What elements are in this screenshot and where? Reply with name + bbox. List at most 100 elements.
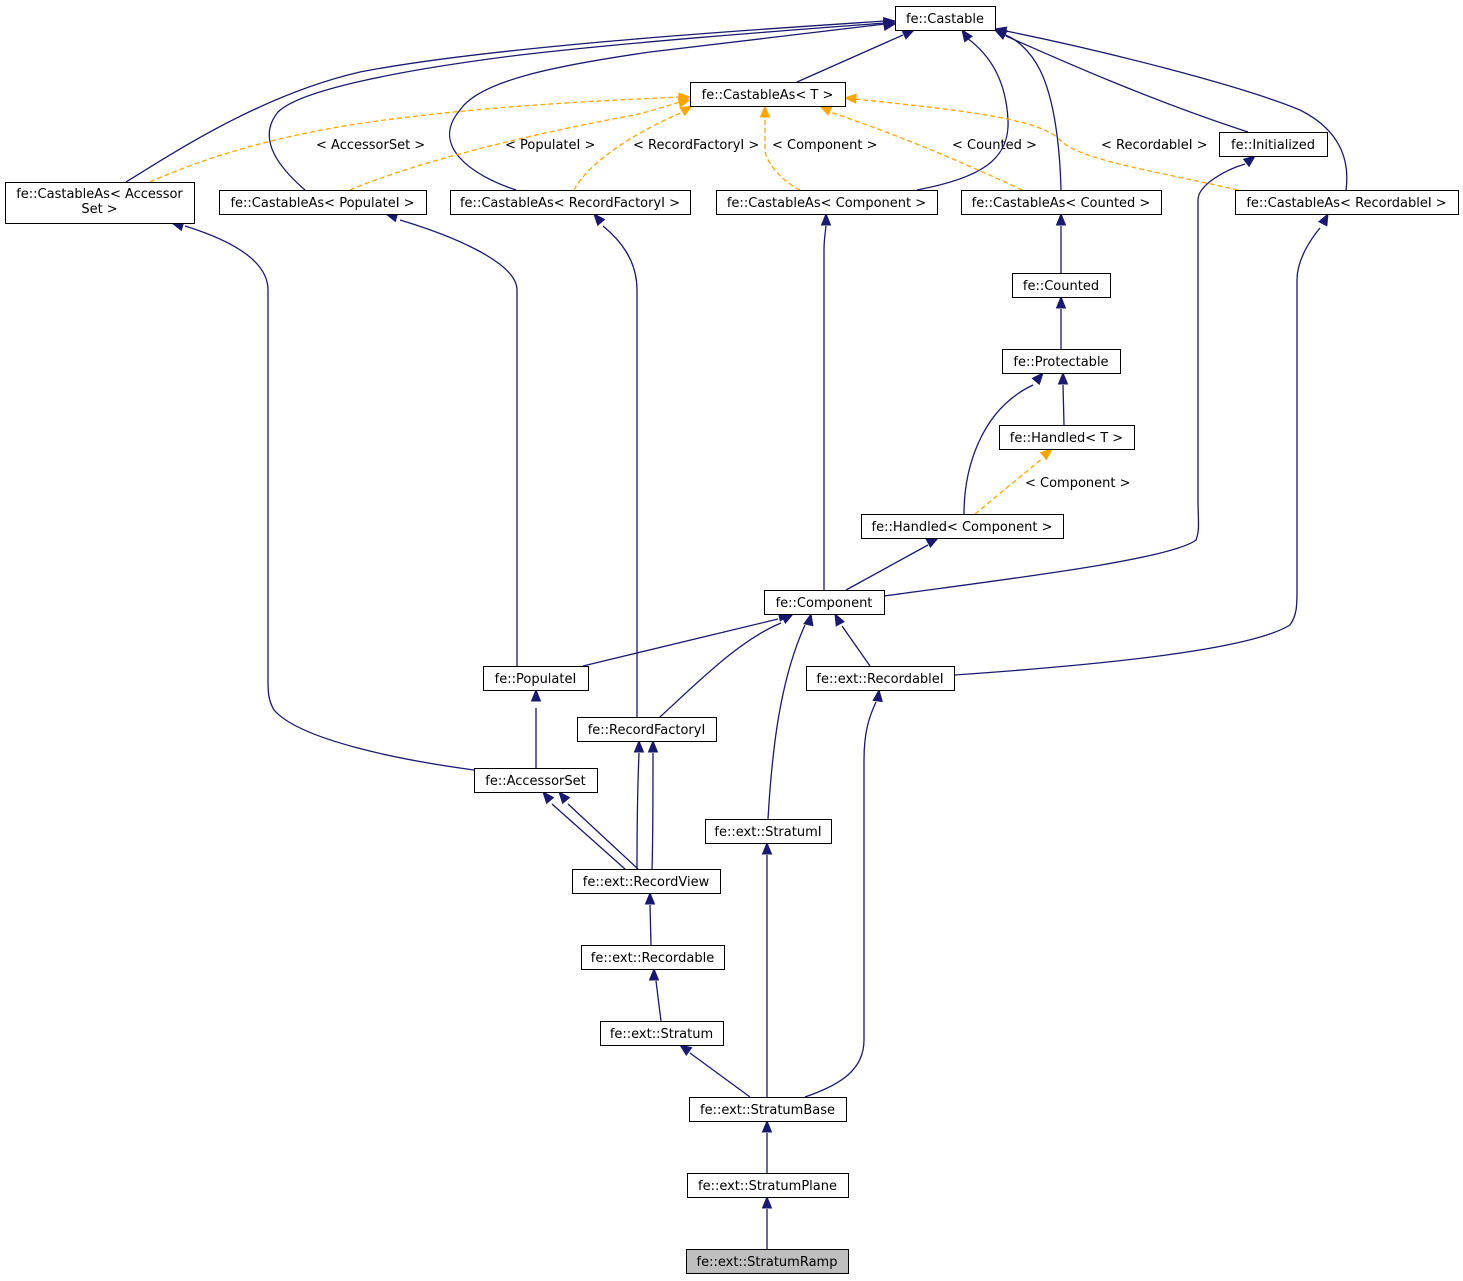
class-node-stratumPlane[interactable]: fe::ext::StratumPlane bbox=[687, 1173, 849, 1198]
class-box bbox=[716, 190, 938, 215]
class-label: fe::ext::Stratum bbox=[610, 1027, 713, 1042]
template-label-counted: < Counted > bbox=[952, 138, 1037, 153]
class-label-line: fe::CastableAs< Accessor bbox=[16, 187, 183, 202]
class-node-castableAsPopulateI[interactable]: fe::CastableAs< PopulateI > bbox=[219, 190, 427, 215]
class-label-line: Set > bbox=[81, 202, 117, 217]
edge-component-initialized bbox=[883, 163, 1246, 597]
edge-stratumPlane-stratumBase-arrowhead bbox=[761, 1119, 773, 1133]
class-node-castableAsT[interactable]: fe::CastableAs< T > bbox=[690, 82, 846, 107]
template-label-handledComponent: < Component > bbox=[1025, 476, 1131, 491]
class-node-handledT[interactable]: fe::Handled< T > bbox=[999, 425, 1135, 450]
edge-recordableI-component bbox=[841, 625, 871, 667]
class-box bbox=[689, 1097, 847, 1122]
class-node-component[interactable]: fe::Component bbox=[764, 590, 885, 615]
template-label-component: < Component > bbox=[772, 138, 878, 153]
class-node-handledComponent[interactable]: fe::Handled< Component > bbox=[861, 514, 1064, 539]
class-box bbox=[895, 6, 996, 31]
edge-tpl-recordableI-arrowhead bbox=[843, 93, 857, 104]
class-node-protectable[interactable]: fe::Protectable bbox=[1002, 349, 1121, 374]
edge-counted-castable bbox=[1002, 33, 1062, 191]
class-node-stratumRamp[interactable]: fe::ext::StratumRamp bbox=[686, 1249, 849, 1274]
edge-component-castable-arrowhead bbox=[961, 28, 973, 43]
class-box bbox=[474, 768, 598, 793]
class-node-recordable[interactable]: fe::ext::Recordable bbox=[581, 945, 725, 970]
class-node-populateI[interactable]: fe::PopulateI bbox=[483, 666, 589, 691]
class-label: fe::Component bbox=[776, 596, 873, 611]
class-box bbox=[600, 1021, 724, 1046]
edge-recordFactoryI-castable-arrowhead bbox=[882, 20, 897, 32]
class-node-castableAsComponent[interactable]: fe::CastableAs< Component > bbox=[716, 190, 938, 215]
edge-component-initialized-arrowhead bbox=[1242, 155, 1257, 168]
class-node-stratumI[interactable]: fe::ext::StratumI bbox=[705, 819, 832, 844]
edge-recordableI-castableAsRecordableI-arrowhead bbox=[1318, 212, 1329, 227]
class-node-accessorSet[interactable]: fe::AccessorSet bbox=[474, 768, 598, 793]
edge-recordFactoryI-component bbox=[659, 622, 782, 718]
edge-handledComponent-protectable bbox=[963, 384, 1034, 515]
edge-component-handledComponent bbox=[845, 544, 929, 591]
edge-tpl-populateI bbox=[349, 101, 681, 191]
edge-recordable-recordView-arrowhead bbox=[644, 891, 656, 905]
class-label: fe::RecordFactoryI bbox=[588, 723, 706, 738]
class-node-castableAsRecordFactoryI[interactable]: fe::CastableAs< RecordFactoryI > bbox=[450, 190, 691, 215]
class-label: fe::ext::RecordView bbox=[583, 875, 710, 890]
class-label: fe::CastableAs< PopulateI > bbox=[230, 196, 414, 211]
template-label-recordableI: < RecordableI > bbox=[1101, 138, 1208, 153]
edge-tpl-component bbox=[764, 116, 801, 191]
class-node-recordView[interactable]: fe::ext::RecordView bbox=[572, 869, 721, 894]
edge-recordableI-component-arrowhead bbox=[834, 612, 845, 627]
class-box bbox=[1002, 349, 1121, 374]
class-box bbox=[5, 182, 195, 224]
class-label: fe::ext::Recordable bbox=[591, 951, 714, 966]
class-node-castable[interactable]: fe::Castable bbox=[895, 6, 996, 31]
edge-accessorSet-castableAsAccessorSet bbox=[184, 225, 475, 771]
class-label: fe::PopulateI bbox=[495, 672, 577, 687]
class-label: fe::CastableAs< Counted > bbox=[972, 196, 1151, 211]
edge-recordFactoryI-component-arrowhead bbox=[780, 613, 795, 624]
class-box bbox=[705, 819, 832, 844]
class-node-initialized[interactable]: fe::Initialized bbox=[1219, 132, 1328, 157]
template-label-populateI: < PopulateI > bbox=[505, 138, 595, 153]
edge-tpl-component-arrowhead bbox=[759, 104, 771, 118]
edge-populateI-component bbox=[582, 618, 779, 667]
class-label: fe::CastableAs< T > bbox=[702, 88, 834, 103]
edge-tpl-counted-arrowhead bbox=[818, 105, 833, 116]
edge-handledT-protectable-arrowhead bbox=[1057, 371, 1069, 385]
class-label: fe::Protectable bbox=[1013, 355, 1108, 370]
class-label: fe::Castable bbox=[906, 12, 984, 27]
class-node-recordFactoryI[interactable]: fe::RecordFactoryI bbox=[577, 717, 717, 742]
class-label: fe::CastableAs< RecordFactoryI > bbox=[460, 196, 680, 211]
class-box bbox=[764, 590, 885, 615]
class-node-castableAsRecordableI[interactable]: fe::CastableAs< RecordableI > bbox=[1235, 190, 1459, 215]
edge-stratumBase-recordableI-arrowhead bbox=[872, 688, 883, 703]
edge-recordView-accessorSet-a bbox=[551, 803, 626, 870]
class-node-castableAsCounted[interactable]: fe::CastableAs< Counted > bbox=[961, 190, 1162, 215]
edge-recordView-recordFactoryI-b-arrowhead bbox=[647, 739, 659, 753]
edge-stratumI-component bbox=[767, 624, 806, 820]
class-box bbox=[961, 190, 1162, 215]
edge-recordableI-castableAsRecordableI bbox=[953, 227, 1321, 676]
edge-tpl-recordableI bbox=[854, 98, 1239, 191]
edge-tpl-handledComponent-arrowhead bbox=[1039, 448, 1054, 461]
edge-stratumBase-stratum-arrowhead bbox=[678, 1044, 693, 1056]
edge-recordable-recordView bbox=[649, 904, 652, 946]
edge-component-castable bbox=[916, 37, 1009, 191]
class-node-recordableI[interactable]: fe::ext::RecordableI bbox=[806, 666, 955, 691]
class-box bbox=[577, 717, 717, 742]
class-node-castableAsAccessorSet[interactable]: fe::CastableAs< AccessorSet > bbox=[5, 182, 195, 224]
class-node-stratumBase[interactable]: fe::ext::StratumBase bbox=[689, 1097, 847, 1122]
class-box bbox=[1219, 132, 1328, 157]
class-label: fe::Counted bbox=[1023, 279, 1099, 294]
class-node-counted[interactable]: fe::Counted bbox=[1012, 273, 1111, 298]
edge-recordableI-castable bbox=[1005, 30, 1348, 191]
edge-stratumBase-recordableI bbox=[804, 701, 877, 1098]
edge-tpl-recordFactoryI bbox=[573, 111, 684, 191]
edge-protectable-counted-arrowhead bbox=[1055, 295, 1067, 309]
class-node-stratum[interactable]: fe::ext::Stratum bbox=[600, 1021, 724, 1046]
class-label: fe::Handled< Component > bbox=[872, 520, 1053, 535]
edge-initialized-castable bbox=[1005, 35, 1249, 133]
class-label: fe::ext::StratumRamp bbox=[697, 1255, 838, 1270]
class-label: fe::ext::StratumBase bbox=[700, 1103, 835, 1118]
class-box bbox=[999, 425, 1135, 450]
